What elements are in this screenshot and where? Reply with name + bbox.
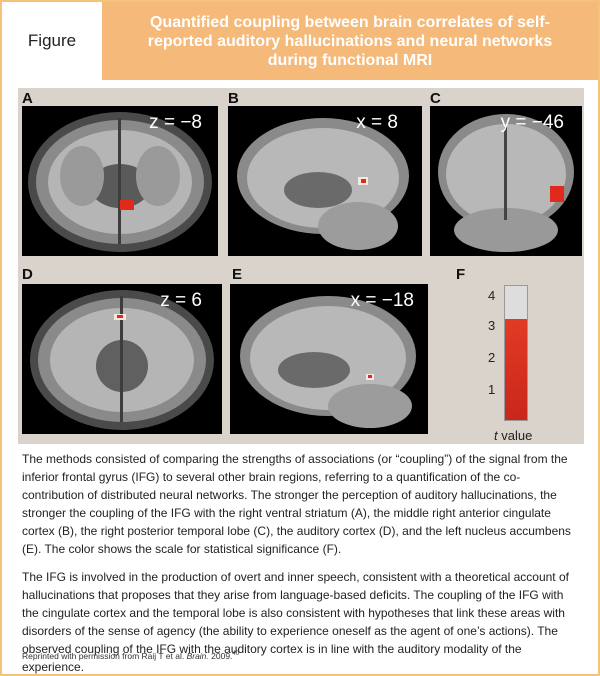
scale-tick-3: 3 <box>488 318 496 333</box>
panel-label-c: C <box>430 90 441 107</box>
scale-tick-2: 2 <box>488 350 496 365</box>
brain-axial-image-d <box>30 290 214 430</box>
credit-ref: 40 <box>232 651 240 658</box>
caption-paragraph-2: The IFG is involved in the production of… <box>22 570 569 674</box>
scan-coronal-c: y = −46 <box>430 106 582 256</box>
panel-label-d: D <box>22 266 33 283</box>
panel-label-a: A <box>22 90 33 107</box>
scale-tick-4: 4 <box>488 288 496 303</box>
caption-paragraph-1: The methods consisted of comparing the s… <box>22 452 571 556</box>
scan-sagittal-b: x = 8 <box>228 106 422 256</box>
figure-caption: The methods consisted of comparing the s… <box>22 450 582 676</box>
panel-label-f: F <box>456 266 466 283</box>
brain-sagittal-image-e <box>240 296 416 428</box>
scan-sagittal-e: x = −18 <box>230 284 428 434</box>
credit-prefix: Reprinted with permission from Raij T et… <box>22 651 187 661</box>
slice-coord-c: y = −46 <box>500 112 564 133</box>
scale-caption-t: t <box>494 428 498 443</box>
scale-caption: t value <box>494 428 532 443</box>
credit-suffix: 2009. <box>208 651 233 661</box>
figure-label: Figure <box>2 2 102 80</box>
figure-title: Quantified coupling between brain correl… <box>102 2 598 80</box>
scale-caption-value: value <box>497 428 533 443</box>
scan-axial-a: z = −8 <box>22 106 218 256</box>
credit-journal: Brain. <box>186 651 209 661</box>
slice-coord-e: x = −18 <box>350 290 414 311</box>
credit-line: Reprinted with permission from Raij T et… <box>22 651 239 661</box>
activation-blob-c <box>550 186 564 202</box>
brain-sagittal-image-b <box>237 118 409 250</box>
figure-header: Figure Quantified coupling between brain… <box>2 2 598 80</box>
brain-coronal-image-c <box>438 114 574 252</box>
scan-axial-d: z = 6 <box>22 284 222 434</box>
slice-coord-a: z = −8 <box>149 112 202 133</box>
scale-tick-1: 1 <box>488 382 496 397</box>
panel-label-b: B <box>228 90 239 107</box>
slice-coord-b: x = 8 <box>356 112 398 133</box>
t-value-scale-fill <box>505 319 527 420</box>
panel-label-e: E <box>232 266 243 283</box>
brain-axial-image-a <box>28 112 212 252</box>
t-value-scale-bar <box>504 285 528 421</box>
slice-coord-d: z = 6 <box>160 290 202 311</box>
activation-blob-a <box>120 200 134 210</box>
